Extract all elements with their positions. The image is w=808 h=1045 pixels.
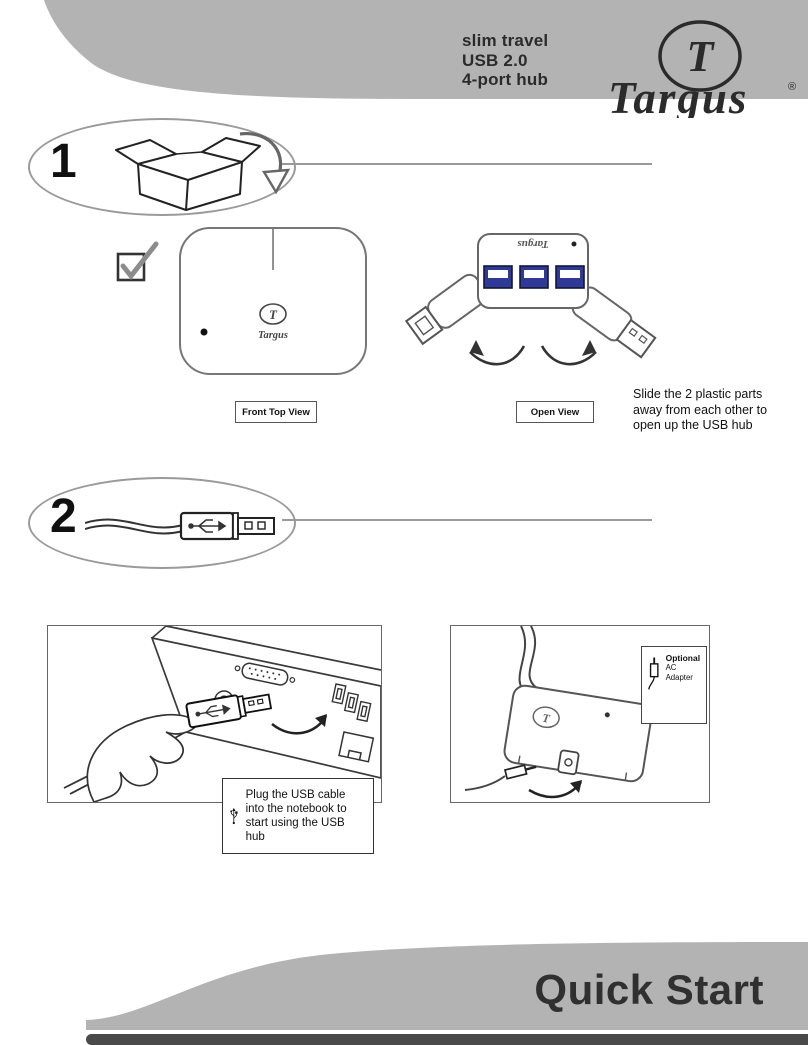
notebook-plug-illustration bbox=[47, 625, 382, 803]
product-title: slim travel USB 2.0 4-port hub bbox=[462, 31, 548, 90]
usb-ports-icon bbox=[483, 265, 585, 289]
registered-mark: ® bbox=[788, 81, 796, 93]
product-line-3: 4-port hub bbox=[462, 70, 549, 89]
bottom-swoosh bbox=[86, 942, 808, 1030]
step1-number: 1 bbox=[50, 135, 77, 188]
logo-glyph-icon: T bbox=[687, 32, 716, 81]
front-top-view-label: Front Top View bbox=[235, 401, 317, 423]
product-line-1: slim travel bbox=[462, 31, 549, 50]
plug-in-arrow-icon bbox=[528, 780, 582, 799]
optional-subtitle: AC Adapter bbox=[665, 663, 693, 682]
vga-port-icon bbox=[234, 662, 296, 686]
slide-instruction-text: Slide the 2 plastic parts away from each… bbox=[633, 387, 768, 432]
hand bbox=[86, 713, 200, 802]
left-usb-arm bbox=[404, 273, 488, 346]
targus-logo: T Targus ® bbox=[606, 14, 806, 118]
quick-start-title: Quick Start bbox=[534, 966, 764, 1013]
ethernet-port-icon bbox=[338, 731, 375, 763]
led-dot-icon bbox=[200, 328, 208, 336]
top-swoosh bbox=[44, 0, 808, 99]
power-jack-icon bbox=[557, 749, 580, 776]
logo-oval-icon bbox=[658, 20, 742, 92]
usb-plug-icon bbox=[185, 693, 273, 729]
footer-bar bbox=[86, 1034, 808, 1045]
hub-body: T bbox=[503, 684, 653, 783]
notebook-usb-ports-icon bbox=[331, 683, 372, 723]
hub-logo-oval-icon bbox=[532, 706, 560, 729]
mini-brand-text: Targus bbox=[258, 330, 288, 341]
optional-ac-adapter-box: Optional AC Adapter bbox=[641, 646, 707, 724]
usb-trident-icon bbox=[230, 807, 238, 825]
hub-led-icon bbox=[571, 241, 577, 247]
open-view-label: Open View bbox=[516, 401, 594, 423]
step1-badge: 1 bbox=[28, 118, 296, 216]
logo-wordmark: Targus bbox=[608, 73, 748, 118]
svg-text:T: T bbox=[541, 711, 551, 726]
step2-badge: 2 bbox=[28, 477, 296, 569]
swing-arrow-right-icon bbox=[540, 340, 597, 366]
optional-title: Optional bbox=[665, 653, 701, 663]
plug-instruction-text: Plug the USB cable into the notebook to … bbox=[245, 789, 347, 843]
ac-adapter-plug-icon bbox=[648, 657, 659, 690]
hub-cable bbox=[518, 626, 538, 695]
step2-number: 2 bbox=[50, 490, 77, 543]
dc-plug-icon bbox=[464, 764, 537, 791]
hub-front-top-view-drawing: T Targus bbox=[179, 227, 367, 375]
trident-mark-icon bbox=[188, 519, 227, 533]
product-line-2: USB 2.0 bbox=[462, 50, 528, 70]
hub-open-view-drawing: Targus bbox=[404, 233, 657, 366]
step2-rule bbox=[282, 519, 652, 521]
swing-arrow-left-icon bbox=[469, 340, 526, 366]
mini-targus-logo-icon: T Targus bbox=[258, 303, 288, 341]
plug-instruction-callout: Plug the USB cable into the notebook to … bbox=[222, 778, 374, 854]
svg-text:T: T bbox=[269, 307, 278, 322]
checkmark-icon bbox=[116, 241, 159, 282]
hub-brand-upside-down: Targus bbox=[517, 238, 548, 250]
step1-rule bbox=[282, 163, 652, 165]
plug-direction-arrow-icon bbox=[271, 714, 328, 735]
usb-cable-icon bbox=[85, 511, 275, 541]
open-box-icon bbox=[115, 132, 291, 211]
